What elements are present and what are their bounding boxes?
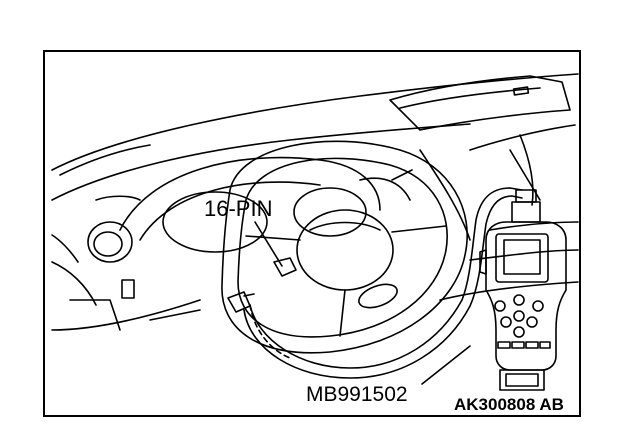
instrument-cluster xyxy=(119,156,413,253)
connector-label: 16-PIN xyxy=(204,196,273,221)
figure-code-label: AK300808 AB xyxy=(454,395,564,414)
dashboard-outline xyxy=(51,73,579,331)
tool-cable xyxy=(243,187,523,379)
tool-leader-line xyxy=(421,345,471,385)
connector-leader-line xyxy=(254,221,283,267)
scan-tool xyxy=(479,189,567,391)
figure-frame xyxy=(43,50,581,417)
steering-wheel xyxy=(221,140,468,354)
tool-label: MB991502 xyxy=(306,383,408,406)
left-vent xyxy=(87,195,141,299)
